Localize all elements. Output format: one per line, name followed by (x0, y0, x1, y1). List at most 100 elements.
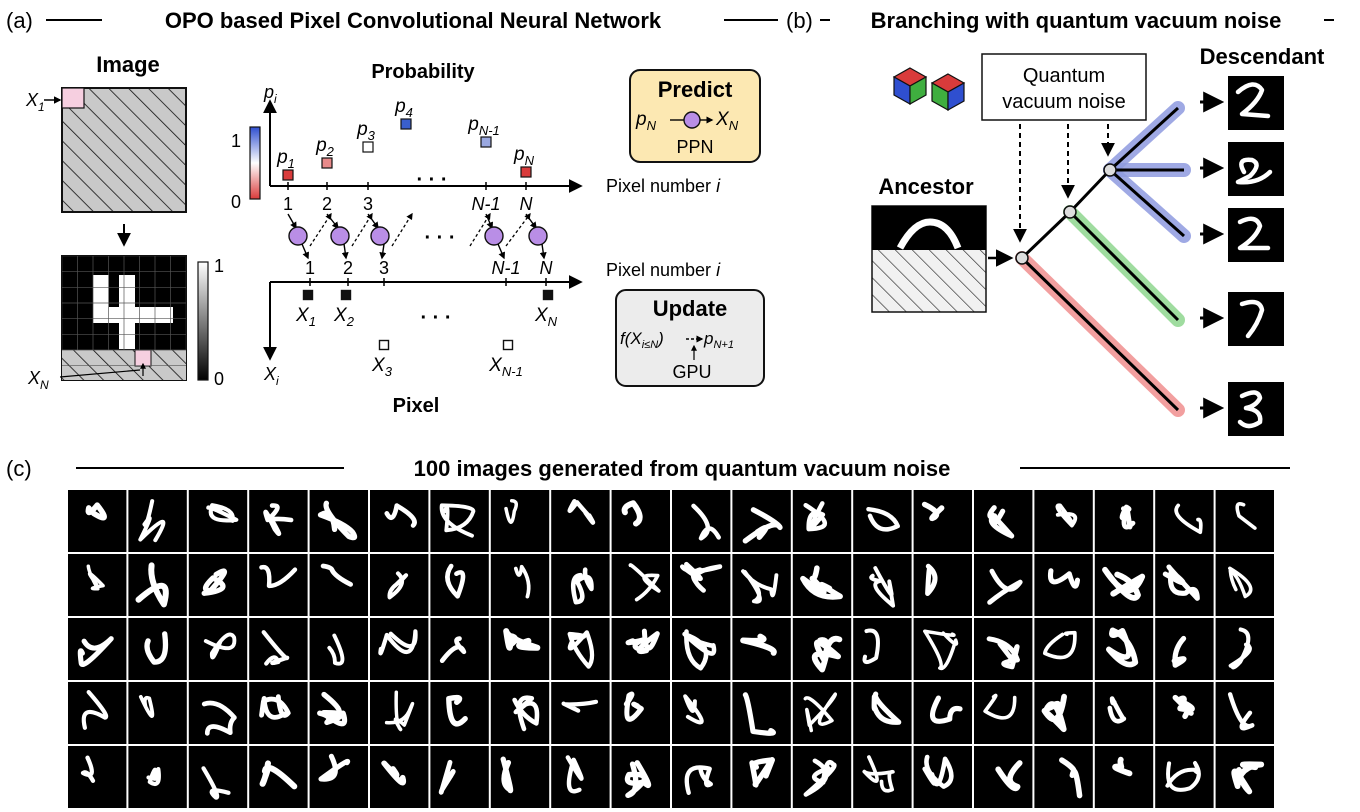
generated-image-bg (1155, 746, 1214, 808)
generated-image (611, 554, 670, 616)
generated-digit (987, 505, 1015, 539)
chain-out-arrow (341, 243, 349, 260)
top-tick-label: 2 (322, 194, 332, 214)
generated-digit (317, 500, 358, 541)
generated-digit (1227, 692, 1255, 731)
ppn-node (484, 226, 504, 246)
generated-image (1155, 682, 1214, 744)
prob-point-2 (321, 157, 333, 169)
chain-in-arrow (525, 213, 537, 230)
pixel-colorbar-bottom: 0 (214, 369, 224, 389)
bottom-tick-label: 1 (305, 258, 315, 278)
generated-digit (871, 691, 902, 725)
probability-title: Probability (371, 61, 475, 83)
cube-icon-2 (930, 73, 966, 112)
generated-digit (1231, 761, 1265, 795)
generated-image-bg (370, 682, 429, 744)
generated-image (1034, 618, 1093, 680)
update-box: Update f(Xi≤N) pN+1 GPU (615, 289, 765, 387)
generated-image (853, 682, 912, 744)
generated-image (792, 490, 852, 552)
pixel-point-label-N-1: XN-1 (488, 355, 523, 379)
generated-image (913, 618, 972, 680)
generated-image (732, 618, 791, 680)
generated-image (551, 618, 610, 680)
generated-digit (504, 498, 519, 524)
generated-digit (135, 562, 169, 608)
generated-image-bg (732, 618, 791, 680)
generated-image (732, 746, 791, 808)
generated-image (68, 618, 127, 680)
generated-digit (1059, 757, 1083, 799)
pixel-point-label-2-sub: 2 (346, 314, 355, 329)
generated-image (732, 490, 791, 552)
ppn-chain (287, 212, 548, 260)
panel-b-title: Branching with quantum vacuum noise (871, 8, 1282, 33)
generated-digit (986, 636, 1020, 670)
generated-digit (691, 503, 721, 541)
generated-image-bg (913, 490, 972, 552)
update-f: f(Xi≤N) (620, 329, 664, 351)
generated-image (672, 746, 731, 808)
prob-point-N (520, 166, 532, 178)
pi-axis-label: pi (263, 82, 277, 106)
generated-digit (261, 630, 290, 666)
pixel-point-label-2-base: X (333, 305, 348, 326)
panel-a-label: (a) (6, 8, 33, 33)
descendant-digit (1237, 390, 1263, 429)
predict-footer: PPN (676, 137, 713, 157)
generated-image-bg (128, 618, 187, 680)
generated-digit (862, 628, 880, 665)
generated-digit (1042, 630, 1077, 660)
ppn-node (330, 226, 350, 246)
generated-digit (1174, 503, 1203, 535)
generated-image-bg (1215, 682, 1274, 744)
generated-digit (503, 628, 541, 651)
generated-digit (684, 765, 713, 795)
bottom-pixel-number-label: Pixel number i (606, 260, 721, 280)
generated-image-bg (974, 682, 1033, 744)
update-p: pN+1 (703, 329, 734, 351)
digit-four (93, 275, 173, 349)
descendant-image (1228, 292, 1284, 346)
generated-image (1215, 682, 1274, 744)
descendant-digit (1235, 82, 1271, 119)
generated-image (188, 554, 248, 616)
top-tick-label: N (520, 194, 534, 214)
generated-digit (1102, 566, 1146, 601)
pixel-point-label-1-sub: 1 (309, 314, 316, 329)
x1-label: X1 (25, 90, 45, 114)
chain-in-arrow (367, 213, 379, 230)
generated-image (1155, 490, 1214, 552)
pixel-point-3 (378, 339, 390, 351)
descendant-image (1228, 142, 1284, 196)
generated-digit (1041, 693, 1068, 733)
generated-digit (513, 564, 531, 599)
generated-digit (869, 566, 896, 608)
generated-image (490, 618, 550, 680)
generated-image (913, 490, 972, 552)
generated-image-bg (1034, 618, 1093, 680)
generated-image-bg (68, 746, 127, 808)
generated-image (1155, 618, 1214, 680)
generated-image (309, 554, 368, 616)
generated-image (792, 618, 852, 680)
generated-image-bg (188, 682, 248, 744)
generated-digit (438, 759, 456, 795)
prob-point-N-1 (480, 136, 492, 148)
hatched-image (61, 87, 187, 213)
pixel-point-label-N-sub: N (548, 314, 558, 329)
generated-image-bg (1034, 490, 1093, 552)
prob-point-label-1-sub: 1 (288, 156, 295, 171)
branch-line (1068, 210, 1180, 322)
predict-box: Predict pN XN PPN (629, 69, 761, 163)
xi-axis-label: Xi (263, 364, 279, 388)
pixel-point-label-N-1-sub: N-1 (502, 364, 523, 379)
generated-image (188, 490, 248, 552)
generated-image-bg (128, 682, 187, 744)
generated-image-bg (853, 554, 912, 616)
panel-a: (a) OPO based Pixel Convolutional Neural… (6, 8, 778, 417)
generated-digit (206, 503, 239, 523)
generated-digit (317, 691, 348, 727)
